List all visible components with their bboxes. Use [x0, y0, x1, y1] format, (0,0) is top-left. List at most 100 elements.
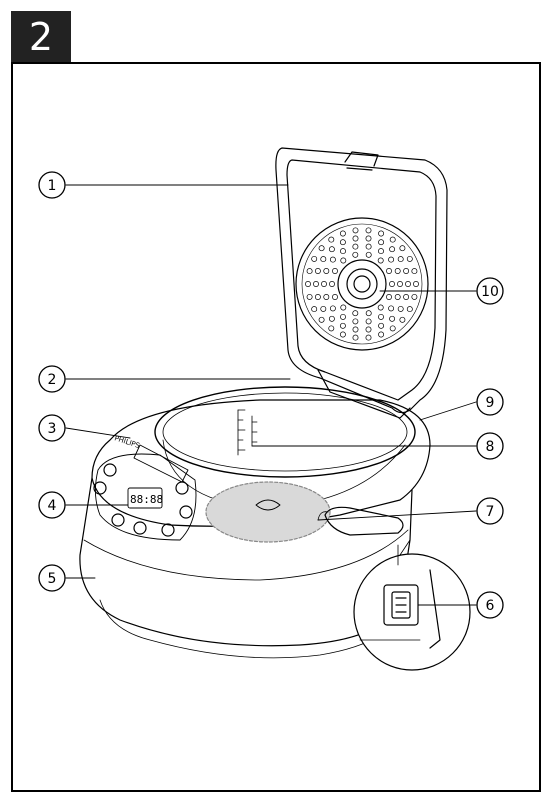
vent-hole	[329, 281, 335, 287]
vent-hole	[314, 268, 321, 274]
brand-label: PHILIPS	[113, 434, 141, 450]
vent-hole	[386, 268, 392, 274]
vent-hole	[411, 268, 418, 275]
vent-hole	[328, 236, 335, 243]
vent-hole	[378, 313, 384, 320]
vent-hole	[339, 230, 346, 237]
callout-8: 8	[476, 432, 504, 460]
vent-hole	[394, 268, 401, 274]
temperature-sensor	[255, 499, 281, 511]
handle	[317, 506, 404, 536]
vent-hole	[340, 257, 347, 264]
callout-2-label: 2	[48, 372, 57, 388]
vent-hole	[365, 235, 372, 242]
vent-hole	[306, 268, 313, 275]
vent-hole	[397, 305, 404, 312]
figure-number-badge: 2	[11, 11, 71, 63]
vent-hole	[311, 255, 318, 262]
vent-hole	[352, 318, 359, 325]
vent-hole	[320, 256, 327, 263]
callout-6-label: 6	[486, 598, 495, 614]
socket-leader	[397, 539, 411, 566]
heating-plate-highlight	[205, 481, 331, 543]
vent-hole	[397, 256, 404, 263]
vent-hole	[321, 281, 327, 287]
vent-hole	[365, 318, 372, 325]
callout-10: 10	[476, 277, 504, 305]
callout-4: 4	[38, 491, 66, 519]
vent-hole	[352, 227, 359, 234]
vent-hole	[365, 251, 372, 258]
vent-hole	[340, 304, 347, 311]
vent-hole	[394, 294, 401, 300]
vent-hole	[377, 257, 384, 264]
vent-hole	[311, 306, 318, 313]
vent-hole	[365, 227, 372, 234]
display-readout: 88:88	[130, 493, 163, 506]
vent-hole	[365, 334, 372, 341]
vent-hole	[306, 293, 313, 300]
vent-hole	[340, 313, 346, 320]
vent-hole	[399, 245, 406, 252]
vent-hole	[332, 268, 338, 274]
vent-hole	[305, 281, 311, 287]
lid-hinge	[317, 369, 411, 419]
vent-hole	[378, 331, 385, 338]
callout-2: 2	[38, 365, 66, 393]
vent-hole	[340, 248, 346, 255]
vent-hole	[318, 245, 325, 252]
vent-hole	[339, 239, 346, 246]
vent-hole	[388, 305, 395, 312]
vent-hole	[389, 325, 396, 332]
callout-4-label: 4	[48, 498, 57, 514]
vent-hole	[339, 322, 346, 329]
vent-hole	[352, 251, 359, 258]
vent-hole	[405, 281, 411, 287]
callout-1: 1	[38, 171, 66, 199]
lid-release-button	[133, 444, 189, 483]
vent-hole	[352, 326, 359, 333]
vent-hole	[378, 239, 385, 246]
vent-hole	[386, 294, 392, 300]
vent-hole	[332, 294, 338, 300]
vent-hole	[329, 305, 336, 312]
callout-5-label: 5	[48, 571, 57, 587]
vent-hole	[352, 310, 359, 317]
vent-hole	[323, 268, 330, 274]
callout-6: 6	[476, 591, 504, 619]
vent-hole	[314, 294, 321, 300]
vent-hole	[328, 325, 335, 332]
vent-hole	[399, 316, 406, 323]
vent-hole	[389, 236, 396, 243]
vent-hole	[328, 246, 335, 253]
vent-hole	[406, 255, 413, 262]
vent-hole	[339, 331, 346, 338]
leader-lines	[65, 184, 477, 606]
vent-hole	[403, 294, 410, 300]
callout-3-label: 3	[48, 421, 57, 437]
vent-hole	[378, 230, 385, 237]
vent-hole	[406, 306, 413, 313]
vent-hole	[365, 243, 372, 250]
vent-hole	[365, 310, 372, 317]
vent-hole	[352, 243, 359, 250]
vent-hole	[378, 322, 385, 329]
vent-hole	[397, 281, 403, 287]
callout-3: 3	[38, 414, 66, 442]
vent-hole	[328, 315, 335, 322]
vent-hole	[388, 256, 395, 263]
vent-hole	[352, 334, 359, 341]
vent-hole	[323, 294, 330, 300]
vent-hole	[313, 281, 319, 287]
callout-9-label: 9	[486, 395, 495, 411]
water-level-scale	[237, 409, 258, 456]
power-socket-detail	[353, 553, 471, 671]
vent-hole	[389, 281, 395, 287]
vent-hole	[378, 248, 384, 255]
vent-hole	[413, 281, 419, 287]
callout-8-label: 8	[486, 439, 495, 455]
vent-hole	[389, 315, 396, 322]
vent-hole	[389, 246, 396, 253]
callout-10-label: 10	[481, 284, 499, 300]
callout-9: 9	[476, 388, 504, 416]
